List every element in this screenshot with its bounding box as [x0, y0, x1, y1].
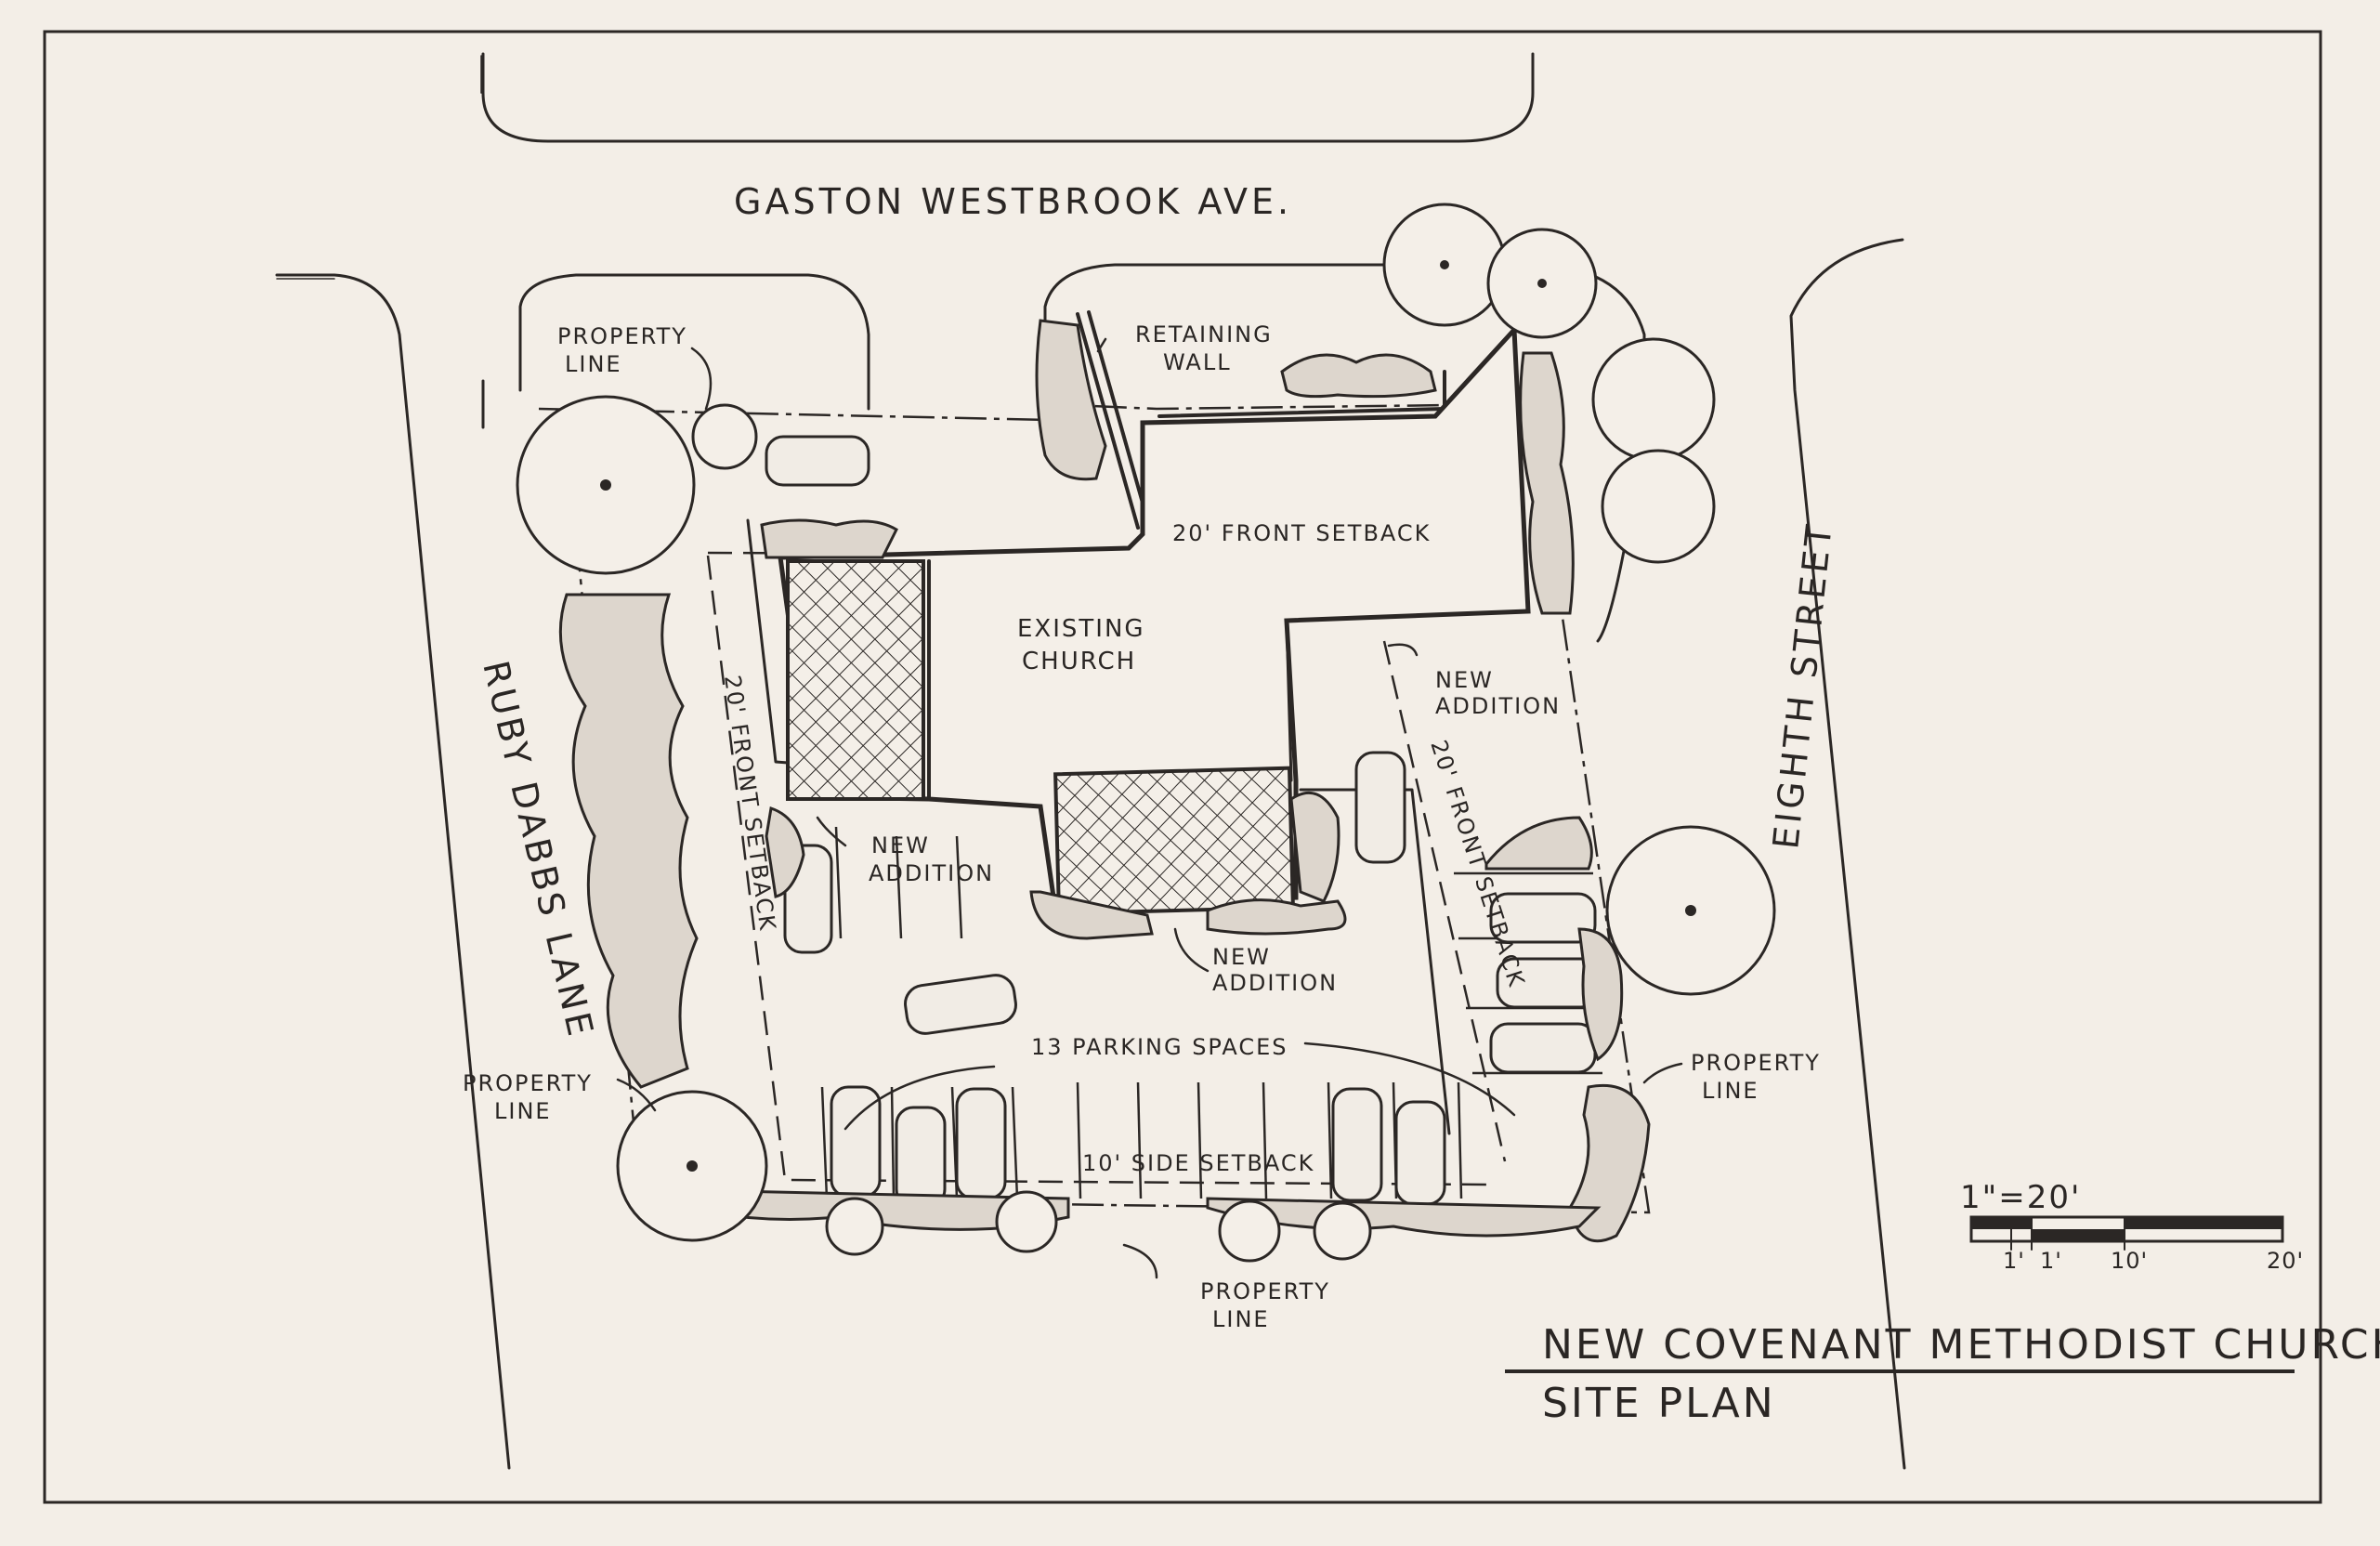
tree-center — [1440, 260, 1449, 269]
car — [1331, 1087, 1383, 1202]
property-line-label-e: PROPERTY — [1691, 1050, 1821, 1076]
new-addition-west-hatch — [786, 559, 925, 801]
site-curbs — [481, 263, 1646, 643]
tree-center — [600, 479, 611, 491]
trees — [516, 203, 1776, 1263]
car — [904, 974, 1017, 1035]
tree — [691, 403, 758, 470]
retaining-wall-label-2: WALL — [1163, 349, 1232, 375]
property-line-label-s-2: LINE — [1212, 1306, 1270, 1332]
tree — [1601, 449, 1716, 564]
street-name-north: GASTON WESTBROOK AVE. — [734, 181, 1292, 222]
retaining-wall-label: RETAINING — [1135, 321, 1273, 347]
leader-lines — [616, 337, 1683, 1279]
scale-tick-label: 20' — [2267, 1248, 2304, 1274]
property-line-label-w: PROPERTY — [463, 1070, 593, 1096]
scale-bar-fill — [2125, 1217, 2282, 1229]
tree-center — [687, 1160, 698, 1172]
scale-bar-fill — [1971, 1217, 2032, 1229]
property-line-label-s: PROPERTY — [1200, 1278, 1330, 1304]
new-addition-south-hatch — [1053, 766, 1295, 916]
parking-spaces-label: 13 PARKING SPACES — [1031, 1034, 1288, 1060]
sheet-border — [43, 30, 2322, 1504]
car — [765, 435, 870, 487]
ruby-dabbs-curb — [275, 273, 511, 1470]
car — [1489, 1022, 1597, 1074]
tree — [1591, 337, 1716, 462]
side-setback-label: 10' SIDE SETBACK — [1082, 1150, 1314, 1176]
scale-bar-fill — [2032, 1229, 2125, 1241]
property-line-label-nw: PROPERTY — [557, 323, 687, 349]
new-addition-label-ne-2: ADDITION — [1435, 693, 1561, 719]
parked-cars — [765, 435, 1600, 1208]
front-setback-left-label: 20' FRONT SETBACK — [719, 674, 780, 934]
new-addition-label-s-2: ADDITION — [1212, 970, 1338, 996]
eighth-street-curb — [1789, 238, 1906, 1470]
drawing-title: NEW COVENANT METHODIST CHURCH — [1542, 1321, 2380, 1369]
scale-tick-label: 1' — [2003, 1248, 2025, 1274]
tree — [1313, 1201, 1372, 1261]
property-line-label-w-2: LINE — [494, 1098, 552, 1124]
existing-church-label-2: CHURCH — [1022, 648, 1136, 675]
property-line-label-e-2: LINE — [1702, 1078, 1759, 1104]
car — [1489, 892, 1597, 944]
new-addition-label-w-2: ADDITION — [869, 860, 994, 886]
tree — [1218, 1199, 1281, 1263]
front-setback-top-label: 20' FRONT SETBACK — [1172, 520, 1431, 546]
tree — [995, 1190, 1058, 1253]
title-block: NEW COVENANT METHODIST CHURCH SITE PLAN — [1505, 1321, 2380, 1427]
car — [955, 1087, 1007, 1200]
existing-church-label: EXISTING — [1017, 615, 1145, 643]
gaston-westbrook-curb — [480, 52, 1535, 143]
tree-center — [1537, 279, 1547, 288]
car — [1354, 751, 1406, 864]
property-line-label-nw-2: LINE — [565, 351, 622, 377]
graphic-scale: 1"=20' 1' 1' 10' 20' — [1960, 1179, 2304, 1274]
scale-tick-label: 10' — [2111, 1248, 2148, 1274]
new-addition-label-ne: NEW — [1435, 667, 1494, 693]
street-name-east: EIGHTH STREET — [1765, 519, 1840, 851]
church-building — [778, 323, 1531, 916]
scale-ratio: 1"=20' — [1960, 1179, 2081, 1216]
drawing-subtitle: SITE PLAN — [1542, 1380, 1776, 1427]
tree — [825, 1197, 884, 1256]
car — [1394, 1100, 1446, 1206]
car — [895, 1106, 947, 1208]
scale-tick-label: 1' — [2040, 1248, 2062, 1274]
new-addition-label-w: NEW — [871, 832, 930, 858]
tree-center — [1685, 905, 1696, 916]
new-addition-label-s: NEW — [1212, 944, 1271, 970]
